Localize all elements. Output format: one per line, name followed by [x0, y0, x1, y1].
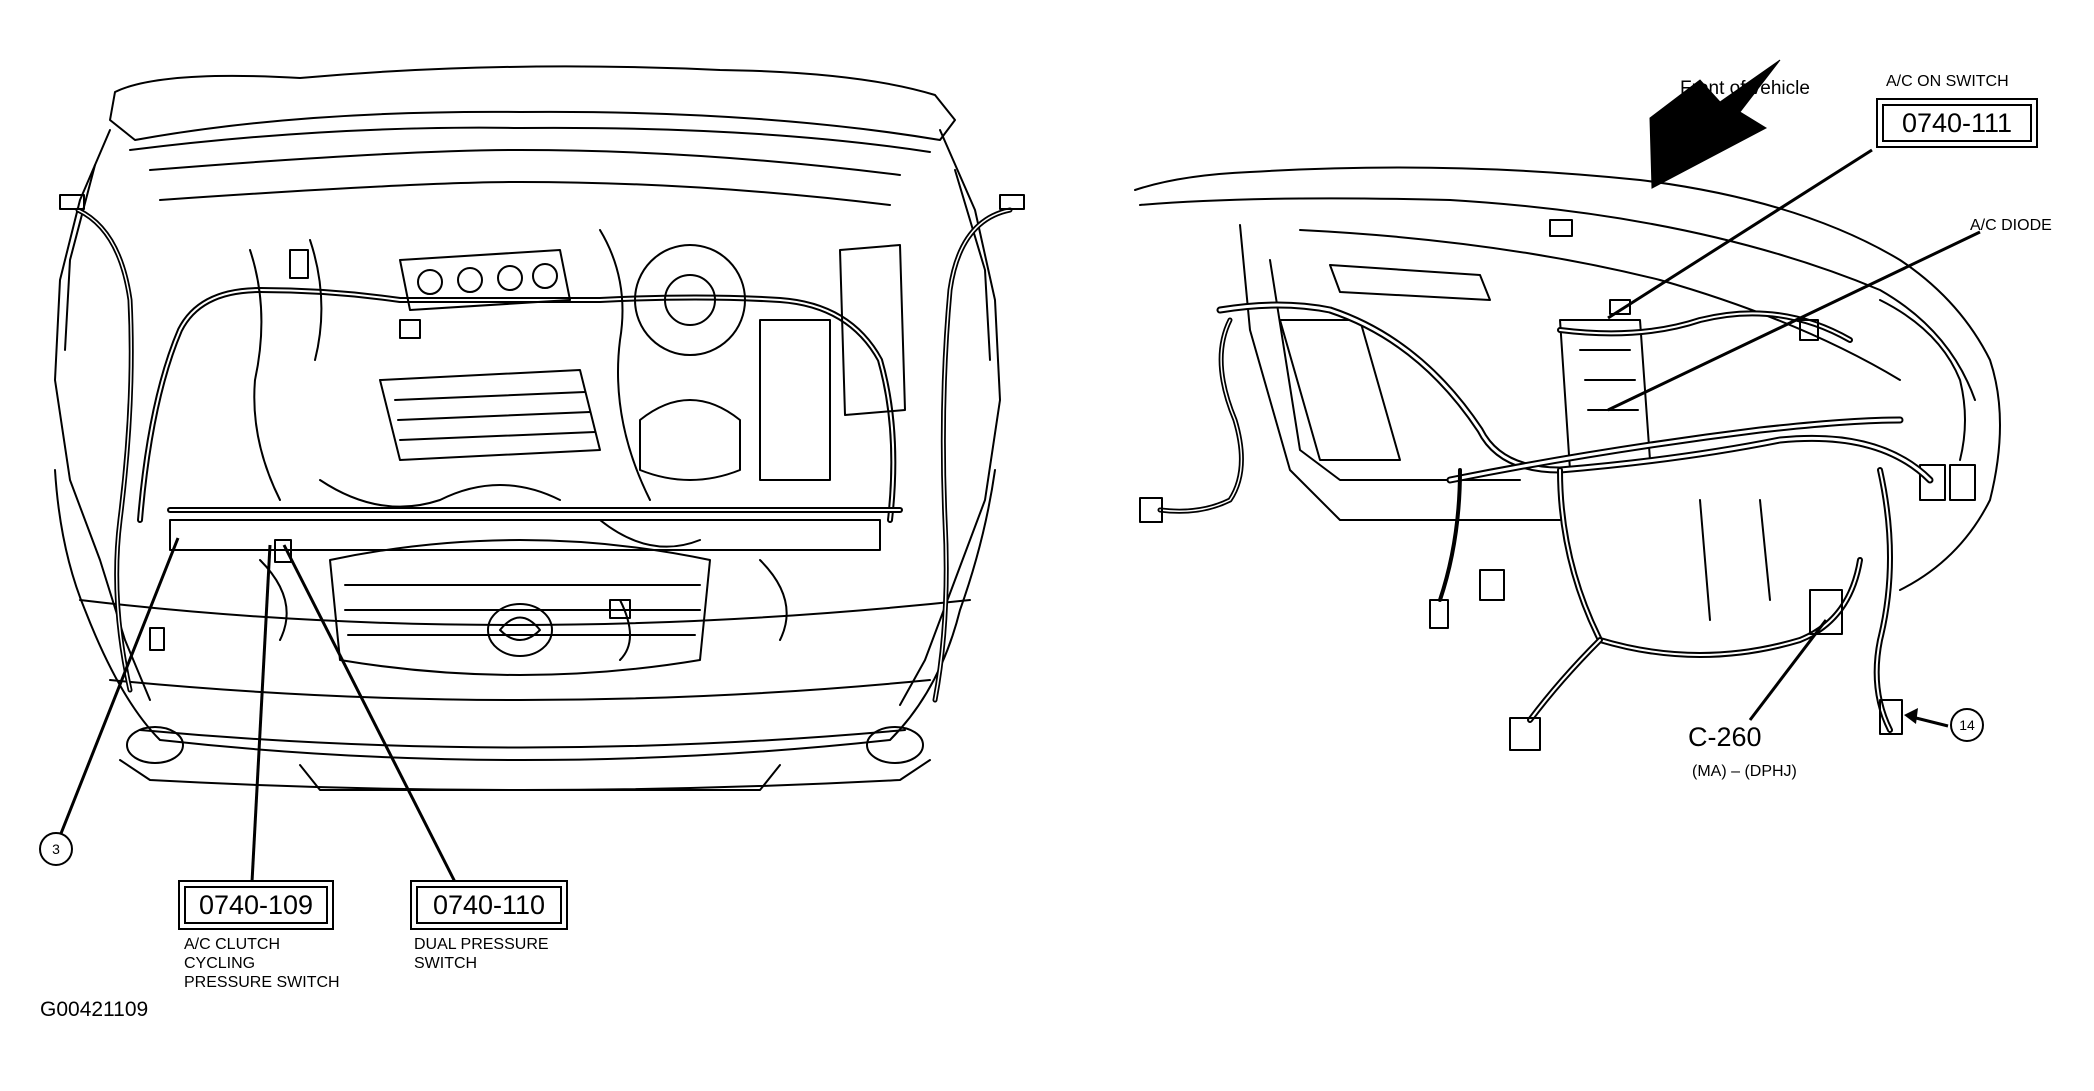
ref-circle-3: 3 [39, 832, 73, 866]
dual-pressure-switch-code: 0740-110 [410, 880, 568, 930]
dual-pressure-switch-name: DUAL PRESSURE SWITCH [414, 936, 549, 972]
ac-on-switch-code: 0740-111 [1876, 98, 2038, 148]
figure-id: G00421109 [40, 998, 149, 1021]
front-arrow [1649, 59, 1781, 189]
leader-lines-left [58, 537, 457, 883]
front-of-vehicle-label: Front of vehicle [1680, 78, 1810, 99]
instrument-panel-drawing [1134, 166, 2001, 751]
ref-circle-14: 14 [1950, 708, 1984, 742]
connector-note: (MA) – (DPHJ) [1692, 763, 1797, 780]
engine-bay-drawing [54, 65, 1025, 791]
ac-diode-label: A/C DIODE [1970, 217, 2052, 234]
ac-clutch-switch-code: 0740-109 [178, 880, 334, 930]
ac-clutch-switch-name: A/C CLUTCH CYCLING PRESSURE SWITCH [184, 936, 340, 991]
ac-on-switch-name: A/C ON SWITCH [1886, 73, 2009, 90]
ref-14-arrowhead [1904, 708, 1918, 724]
connector-code: C-260 [1688, 722, 1762, 752]
